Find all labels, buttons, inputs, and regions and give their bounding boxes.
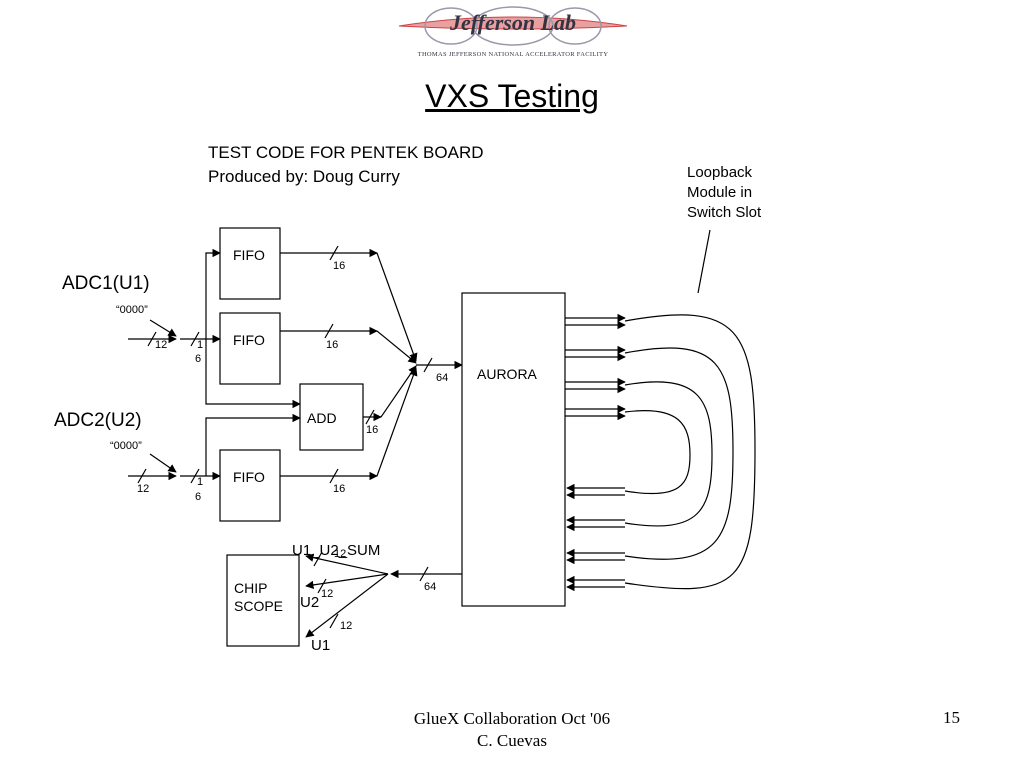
const1-label: “0000” (116, 304, 148, 316)
adc1-branch-wire (205, 248, 221, 339)
footer-line1: GlueX Collaboration Oct '06 (413, 709, 611, 728)
loopback-label-line3: Switch Slot (687, 204, 762, 221)
fifo3-box (219, 449, 281, 522)
jefferson-lab-logo: Jefferson Lab Thomas Jefferson National … (395, 4, 631, 62)
bus-width-adc1-in: 12 (155, 339, 168, 351)
loopback-curve-1 (624, 314, 756, 590)
output-u2-label: U2 (300, 594, 320, 611)
bus-width-adc1-mid-2: 6 (195, 353, 202, 365)
bus-width-u1-out: 12 (340, 620, 353, 632)
fifo1-box (219, 227, 281, 300)
bus-width-aurora-in: 64 (436, 372, 449, 384)
loopback-label-line1: Loopback (687, 164, 753, 181)
fifo2-box (219, 312, 281, 385)
loopback-pointer (697, 229, 711, 294)
loopback-curve-2 (624, 347, 734, 560)
adc2-bus-tick (137, 468, 147, 484)
chipscope-label-line1: CHIP (234, 580, 268, 596)
bus-width-sum-out: 12 (334, 548, 347, 560)
bus-width-adc1-mid-1: 1 (197, 339, 204, 351)
logo-wordmark: Jefferson Lab (449, 10, 577, 35)
chipscope-box (226, 554, 300, 647)
bus-width-adc2-in: 12 (137, 483, 150, 495)
loopback-label-line2: Module in (687, 184, 753, 201)
adc1-label: ADC1(U1) (62, 273, 150, 294)
aurora-label: AURORA (477, 366, 537, 382)
bus-width-u2-out: 12 (321, 588, 334, 600)
fifo2-label: FIFO (233, 332, 265, 348)
output-u1-label: U1 (311, 637, 331, 654)
add-label: ADD (307, 410, 337, 426)
adc2-label: ADC2(U2) (54, 410, 142, 431)
const2-label: “0000” (110, 440, 142, 452)
aurora-box (461, 292, 566, 607)
footer: GlueX Collaboration Oct '06 C. Cuevas (312, 708, 712, 752)
test-code-line2: Produced by: Doug Curry (208, 167, 400, 186)
adc1-add-wire (205, 339, 301, 409)
logo-tagline: Thomas Jefferson National Accelerator Fa… (417, 51, 609, 58)
adc2-add-wire (205, 413, 301, 476)
bus-width-adc2-mid-1: 1 (197, 476, 204, 488)
adc2-mid-tick (190, 468, 200, 484)
footer-line2: C. Cuevas (477, 731, 547, 750)
const2-arrow (149, 453, 177, 473)
test-code-line1: TEST CODE FOR PENTEK BOARD (208, 143, 484, 162)
logo-emblem (398, 6, 628, 46)
bus-width-adc2-mid-2: 6 (195, 491, 202, 503)
loopback-curve-4 (624, 410, 691, 495)
const1-arrow (149, 319, 177, 337)
bus-width-aurora-out: 64 (424, 581, 437, 593)
bus-width-add-out: 16 (366, 424, 379, 436)
chipscope-label-line2: SCOPE (234, 598, 284, 614)
adc1-mid-tick (190, 331, 200, 347)
slide-title: VXS Testing (425, 78, 599, 114)
loopback-curve-3 (624, 381, 713, 527)
fifo3-label: FIFO (233, 469, 265, 485)
output-sum-label: U1_U2_SUM (292, 542, 381, 559)
bus-width-fifo2-out: 16 (326, 339, 339, 351)
bus-width-fifo1-out: 16 (333, 260, 346, 272)
bus-width-fifo3-out: 16 (333, 483, 346, 495)
fifo1-label: FIFO (233, 247, 265, 263)
page-number: 15 (943, 708, 960, 727)
adc1-bus-tick (147, 331, 157, 347)
